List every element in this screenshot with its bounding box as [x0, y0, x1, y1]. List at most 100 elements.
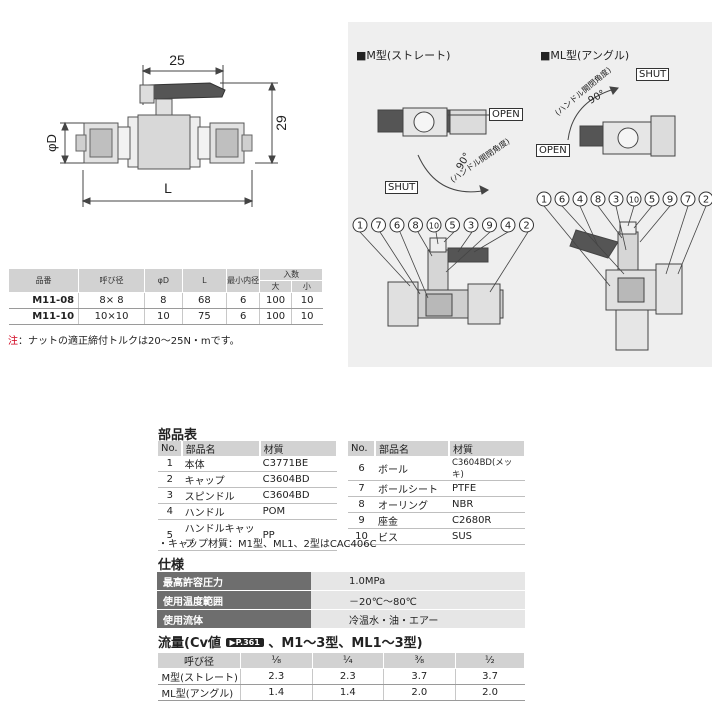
flow-cell: 2.3	[311, 668, 384, 685]
m-shut-label: SHUT	[385, 181, 419, 194]
callout-number: 9	[486, 221, 492, 232]
callout-circle	[519, 217, 534, 233]
col-material: 材質	[259, 441, 339, 456]
flow-title-a: 流量(Cv値	[158, 636, 221, 651]
part-no-cell: M11-08	[8, 292, 79, 309]
material-cell: C3604BD	[259, 471, 337, 488]
no-cell: 3	[158, 487, 182, 504]
spec-value: 冷温水・油・エアー	[311, 609, 525, 629]
spec-value: －20℃～80℃	[311, 590, 525, 610]
callout-circle	[500, 217, 516, 233]
spec-key: 使用流体	[157, 609, 311, 629]
flow-cell: 1.4	[311, 684, 384, 701]
no-cell: 8	[348, 496, 375, 513]
flow-cell: 3.7	[454, 668, 525, 685]
col-l: L	[181, 268, 227, 293]
no-cell: 7	[348, 480, 375, 497]
page-ref-badge[interactable]: ▶P.361	[225, 638, 264, 647]
col-small: 小	[290, 280, 324, 293]
callout-circle	[352, 217, 368, 233]
name-cell: ビス	[375, 528, 449, 545]
spec-key: 使用温度範囲	[157, 590, 311, 610]
name-cell: スピンドル	[181, 487, 260, 504]
callout-circle	[662, 191, 678, 207]
spec-key: 最高許容圧力	[157, 572, 311, 591]
name-cell: ハンドルキャップ	[181, 519, 260, 551]
torque-note: 注：ナットの適正締付トルクは20～25N・mです。	[8, 332, 240, 347]
flow-cell: 1.4	[240, 684, 313, 701]
small-cell: 10	[290, 308, 323, 325]
callout-circle	[371, 217, 386, 233]
material-cell: NBR	[449, 496, 525, 513]
nominal-cell: 8× 8	[78, 292, 145, 309]
material-cell: C2680R	[449, 512, 525, 529]
callout-number: 8	[412, 221, 418, 232]
col-nominal: 呼び径	[78, 268, 145, 293]
callout-circle	[463, 217, 479, 233]
material-cell: C3771BE	[259, 456, 337, 472]
callout-number: 2	[703, 195, 709, 206]
dim-phid-label: φD	[44, 134, 59, 152]
table-row: 使用温度範囲－20℃～80℃	[157, 590, 525, 610]
col-no: No.	[348, 441, 376, 456]
callout-circle	[626, 191, 642, 207]
flow-col-3-8: ³⁄₈	[383, 652, 456, 669]
col-name: 部品名	[375, 441, 450, 456]
callout-number: 1	[541, 195, 547, 206]
l-cell: 75	[181, 308, 227, 325]
material-cell: PP	[259, 519, 337, 551]
material-cell: C3604BD(メッキ)	[449, 456, 525, 481]
no-cell: 9	[348, 512, 375, 529]
callout-number: 6	[394, 221, 400, 232]
name-cell: 座金	[375, 512, 449, 529]
specs-title: 仕様	[158, 558, 185, 573]
col-no: No.	[158, 441, 183, 456]
flow-cell: 2.3	[240, 668, 313, 685]
name-cell: ハンドル	[181, 503, 260, 520]
flow-col-1-2: ¹⁄₂	[454, 652, 526, 669]
material-cell: C3604BD	[259, 487, 337, 504]
no-cell: 2	[158, 471, 182, 488]
flow-col-nominal: 呼び径	[157, 652, 241, 669]
parts-title: 部品表	[158, 428, 198, 443]
callout-number: 8	[595, 195, 601, 206]
material-cell: PTFE	[449, 480, 525, 497]
callout-circle	[698, 191, 712, 207]
min-bore-cell: 6	[225, 308, 260, 325]
callout-circle	[572, 191, 588, 207]
min-bore-cell: 6	[225, 292, 260, 309]
callout-circle	[608, 191, 624, 207]
m-open-label: OPEN	[489, 108, 523, 121]
callout-number: 10	[429, 222, 439, 231]
no-cell: 1	[158, 456, 182, 472]
col-pcs: 入数	[259, 268, 323, 281]
material-cell: SUS	[449, 528, 525, 545]
callout-number: 3	[468, 221, 474, 232]
note-mark: 注	[8, 336, 18, 347]
nominal-cell: 10×10	[78, 308, 145, 325]
large-cell: 100	[259, 308, 292, 325]
callout-number: 4	[577, 195, 583, 206]
callout-number: 10	[629, 196, 639, 205]
flow-row-label: M型(ストレート)	[157, 668, 241, 685]
flow-col-1-4: ¹⁄₄	[311, 652, 385, 669]
col-part-no: 品番	[7, 268, 80, 293]
small-cell: 10	[290, 292, 323, 309]
no-cell: 6	[348, 456, 375, 481]
col-name: 部品名	[181, 441, 261, 456]
ml-open-label: OPEN	[536, 144, 570, 157]
callout-number: 1	[357, 221, 363, 232]
spec-value: 1.0MPa	[311, 572, 525, 591]
